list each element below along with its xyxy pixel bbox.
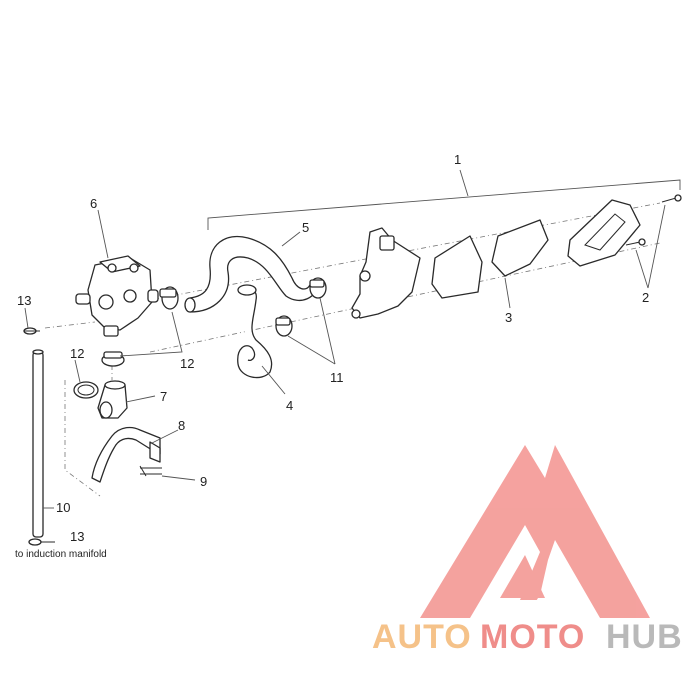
callout-2: 2 bbox=[642, 290, 649, 305]
callout-9: 9 bbox=[200, 474, 207, 489]
reed-cover-part bbox=[567, 199, 641, 267]
watermark-logo bbox=[420, 445, 650, 618]
valve-body-part bbox=[75, 255, 159, 337]
callout-6: 6 bbox=[90, 196, 97, 211]
watermark-hub: HUB bbox=[606, 618, 683, 656]
watermark-text: AUTO MOTO HUB bbox=[372, 618, 683, 656]
elbow-fitting-part bbox=[97, 380, 128, 419]
assembly-axis-lines bbox=[44, 202, 661, 497]
callout-7: 7 bbox=[160, 389, 167, 404]
assembly-bracket bbox=[207, 169, 681, 230]
callout-4: 4 bbox=[286, 398, 293, 413]
leader-lines bbox=[24, 204, 666, 509]
bent-pipe-part bbox=[91, 426, 161, 483]
curved-hose-part bbox=[237, 284, 273, 379]
left-clamp-part bbox=[73, 381, 99, 399]
induction-manifold-note: to induction manifold bbox=[15, 549, 107, 560]
clip-part bbox=[139, 465, 162, 477]
bolt-pair-part bbox=[625, 194, 682, 246]
tube-part bbox=[32, 349, 44, 538]
watermark-moto: MOTO bbox=[480, 618, 585, 656]
callout-13-top: 13 bbox=[17, 293, 31, 308]
callout-8: 8 bbox=[178, 418, 185, 433]
callout-11: 11 bbox=[330, 370, 344, 385]
gasket-part bbox=[431, 219, 549, 299]
watermark-auto: AUTO bbox=[372, 618, 472, 656]
reed-housing-part bbox=[351, 227, 421, 319]
callout-5: 5 bbox=[302, 220, 309, 235]
callout-labels: 1 2 3 4 5 6 7 8 9 10 11 12 12 13 13 to i… bbox=[15, 152, 649, 560]
callout-10: 10 bbox=[56, 500, 70, 515]
clamp-pair-part bbox=[275, 277, 327, 337]
callout-12-right: 12 bbox=[180, 356, 194, 371]
upper-clamp-part bbox=[159, 286, 179, 310]
lower-clamp-part bbox=[101, 351, 125, 367]
small-clamp-lower-part bbox=[28, 538, 55, 546]
callout-1: 1 bbox=[454, 152, 461, 167]
small-clamp-upper-part bbox=[23, 327, 40, 335]
callout-12-left: 12 bbox=[70, 346, 84, 361]
callout-13-bottom: 13 bbox=[70, 529, 84, 544]
callout-3: 3 bbox=[505, 310, 512, 325]
